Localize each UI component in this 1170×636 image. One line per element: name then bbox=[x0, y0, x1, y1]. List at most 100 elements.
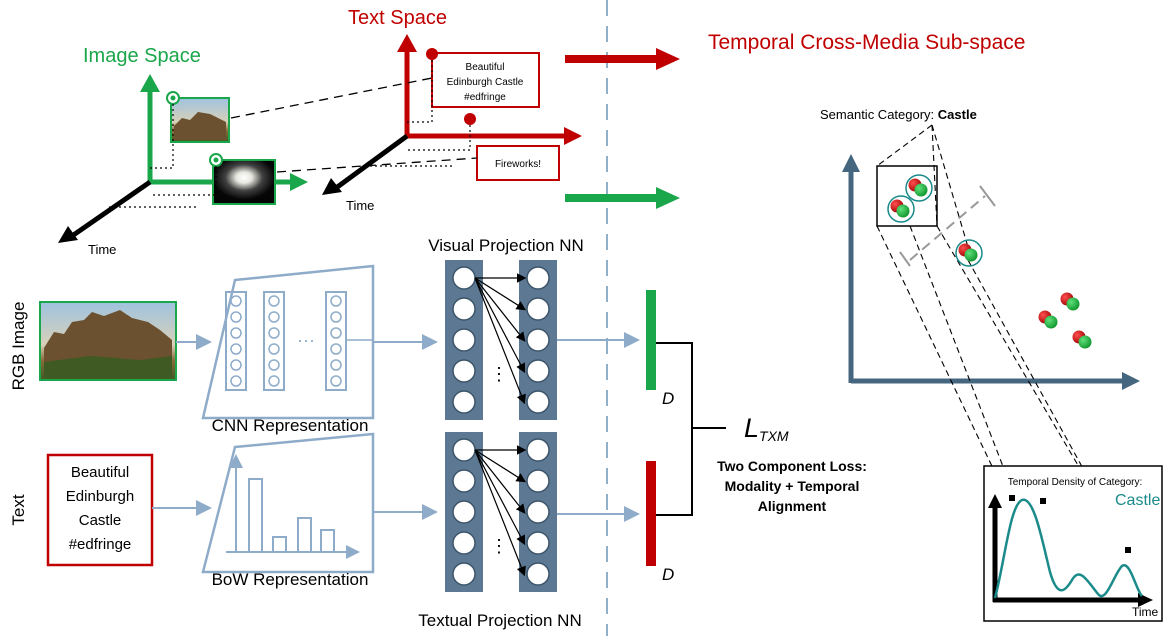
nn-neuron bbox=[452, 297, 476, 321]
text-box-line-3: Castle bbox=[79, 512, 122, 529]
loss-description-line-1: Two Component Loss: bbox=[717, 458, 867, 474]
cnn-unit bbox=[268, 311, 280, 323]
nn-neuron bbox=[526, 438, 550, 462]
nn-neuron bbox=[452, 469, 476, 493]
green-mapping-arrow bbox=[565, 187, 680, 209]
visual-embedding-bar bbox=[646, 290, 656, 390]
text-space-axes bbox=[322, 34, 582, 195]
nn-connection bbox=[474, 449, 526, 577]
visual-projection-nn bbox=[445, 260, 557, 420]
nn-connection bbox=[474, 277, 527, 311]
image-embedding-point bbox=[896, 204, 910, 218]
cnn-unit bbox=[330, 375, 342, 387]
subspace-axes bbox=[842, 154, 1140, 390]
text-input-box: Beautiful Edinburgh Castle #edfringe bbox=[46, 453, 154, 567]
visual-d-label: D bbox=[662, 389, 674, 408]
cnn-unit bbox=[230, 295, 242, 307]
nn-connection bbox=[474, 449, 526, 514]
bow-histogram bbox=[226, 454, 360, 559]
text-space-time-label: Time bbox=[346, 198, 374, 213]
nn-neuron bbox=[452, 359, 476, 383]
nn-neuron bbox=[452, 390, 476, 414]
loss-description-line-3: Alignment bbox=[758, 498, 827, 514]
nn-neuron bbox=[452, 266, 476, 290]
tweet-1-line-2: Edinburgh Castle bbox=[447, 77, 524, 88]
cnn-unit bbox=[330, 295, 342, 307]
cnn-unit bbox=[230, 327, 242, 339]
nn-neuron bbox=[526, 500, 550, 524]
tweet-1-line-1: Beautiful bbox=[466, 62, 505, 73]
image-embedding-point bbox=[1066, 297, 1080, 311]
tweet-box-2: Fireworks! bbox=[476, 145, 560, 181]
textual-d-label: D bbox=[662, 565, 674, 584]
density-curve bbox=[993, 498, 1144, 599]
subspace-points bbox=[887, 174, 1092, 349]
cnn-unit bbox=[268, 327, 280, 339]
nn-neuron bbox=[526, 531, 550, 555]
cnn-frame bbox=[201, 264, 375, 420]
cnn-unit bbox=[330, 311, 342, 323]
loss-symbol: LTXM bbox=[744, 413, 789, 444]
nn-neuron bbox=[526, 469, 550, 493]
fireworks-thumbnail bbox=[212, 159, 276, 205]
point-ring bbox=[887, 195, 915, 223]
loss-description-line-2: Modality + Temporal bbox=[725, 478, 860, 494]
point-ring bbox=[905, 174, 933, 202]
nn-neuron bbox=[452, 500, 476, 524]
cnn-unit bbox=[230, 343, 242, 355]
cnn-unit bbox=[330, 359, 342, 371]
nn-connection bbox=[474, 449, 527, 483]
cnn-unit bbox=[230, 311, 242, 323]
textual-embedding-bar bbox=[646, 461, 656, 566]
nn-neuron bbox=[452, 328, 476, 352]
bow-representation-label: BoW Representation bbox=[212, 570, 369, 589]
cnn-unit bbox=[268, 359, 280, 371]
tweet-box-1: Beautiful Edinburgh Castle #edfringe bbox=[431, 52, 540, 108]
image-embedding-point bbox=[914, 183, 928, 197]
nn-neuron bbox=[526, 359, 550, 383]
nn-connection bbox=[474, 277, 526, 405]
image-embedding-point bbox=[1044, 315, 1058, 329]
category-box bbox=[876, 165, 938, 227]
nn-connection bbox=[474, 449, 526, 546]
cnn-representation-label: CNN Representation bbox=[212, 416, 369, 435]
textual-projection-label: Textual Projection NN bbox=[418, 611, 581, 630]
semantic-category-label: Semantic Category: Castle bbox=[820, 107, 977, 122]
text-box-line-2: Edinburgh bbox=[66, 488, 134, 505]
nn-neuron bbox=[526, 562, 550, 586]
cnn-layers bbox=[225, 291, 347, 391]
nn-neuron bbox=[526, 266, 550, 290]
nn-neuron bbox=[452, 531, 476, 555]
cnn-unit bbox=[230, 375, 242, 387]
castle-thumbnail-small bbox=[170, 97, 230, 143]
textual-projection-nn bbox=[445, 432, 557, 592]
correspondence-line-1 bbox=[230, 77, 433, 119]
text-row-label: Text bbox=[9, 494, 28, 525]
loss-bracket bbox=[656, 342, 693, 516]
subspace-title: Temporal Cross-Media Sub-space bbox=[708, 31, 1025, 54]
rgb-castle-image bbox=[39, 301, 177, 381]
tweet-2-text: Fireworks! bbox=[495, 159, 541, 170]
nn-neuron bbox=[526, 297, 550, 321]
text-box-line-4: #edfringe bbox=[69, 536, 132, 553]
text-box-line-1: Beautiful bbox=[71, 464, 129, 481]
text-space-title: Text Space bbox=[348, 7, 447, 29]
cnn-unit bbox=[330, 343, 342, 355]
textual-nn-vdots: ⋮ bbox=[490, 536, 508, 556]
cnn-unit bbox=[268, 295, 280, 307]
nn-connection bbox=[474, 277, 526, 342]
visual-projection-label: Visual Projection NN bbox=[428, 236, 584, 255]
text-space-projections bbox=[370, 60, 471, 167]
rgb-image-label: RGB Image bbox=[9, 302, 28, 391]
cnn-unit bbox=[268, 375, 280, 387]
nn-connection bbox=[474, 277, 526, 374]
image-embedding-point bbox=[1078, 335, 1092, 349]
cnn-unit bbox=[230, 359, 242, 371]
image-embedding-point bbox=[964, 248, 978, 262]
red-mapping-arrow bbox=[565, 48, 680, 70]
cnn-unit bbox=[330, 327, 342, 339]
text-point-2 bbox=[464, 113, 476, 125]
nn-neuron bbox=[452, 562, 476, 586]
nn-neuron bbox=[526, 328, 550, 352]
